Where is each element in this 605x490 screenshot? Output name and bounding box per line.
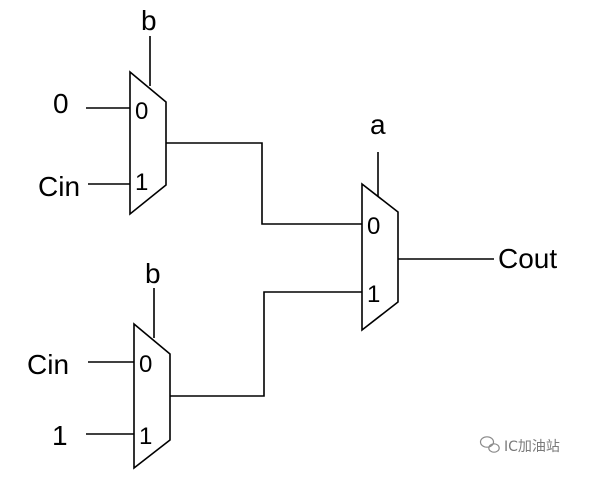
mux-output: a 0 1 Cout bbox=[361, 109, 557, 332]
mux-output-pin-0: 0 bbox=[367, 213, 380, 240]
watermark: IC加油站 bbox=[479, 436, 560, 455]
mux-bottom-pin-1: 1 bbox=[139, 423, 152, 450]
mux-output-pin-1: 1 bbox=[367, 281, 380, 308]
wire-top-to-output-in0 bbox=[166, 142, 362, 225]
mux-top: b 0 1 0 Cin bbox=[38, 5, 167, 216]
mux-top-in0-source: 0 bbox=[53, 88, 69, 119]
mux-output-out-label: Cout bbox=[498, 243, 557, 274]
mux-top-body bbox=[129, 70, 167, 216]
wechat-icon bbox=[479, 436, 500, 453]
mux-output-body bbox=[361, 182, 399, 332]
mux-top-in1-source: Cin bbox=[38, 171, 80, 202]
mux-top-select-label: b bbox=[141, 5, 157, 36]
wire-bottom-to-output-in1 bbox=[170, 291, 362, 397]
mux-bottom-select-label: b bbox=[145, 258, 161, 289]
mux-bottom-in1-source: 1 bbox=[52, 420, 68, 451]
watermark-text: IC加油站 bbox=[504, 439, 560, 455]
mux-bottom-pin-0: 0 bbox=[139, 351, 152, 378]
mux-bottom-body bbox=[133, 322, 171, 470]
mux-bottom-in0-source: Cin bbox=[27, 349, 69, 380]
mux-top-pin-0: 0 bbox=[135, 98, 148, 125]
mux-bottom: b 0 1 Cin 1 bbox=[27, 258, 171, 470]
mux-output-select-label: a bbox=[370, 109, 386, 140]
mux-top-pin-1: 1 bbox=[135, 169, 148, 196]
